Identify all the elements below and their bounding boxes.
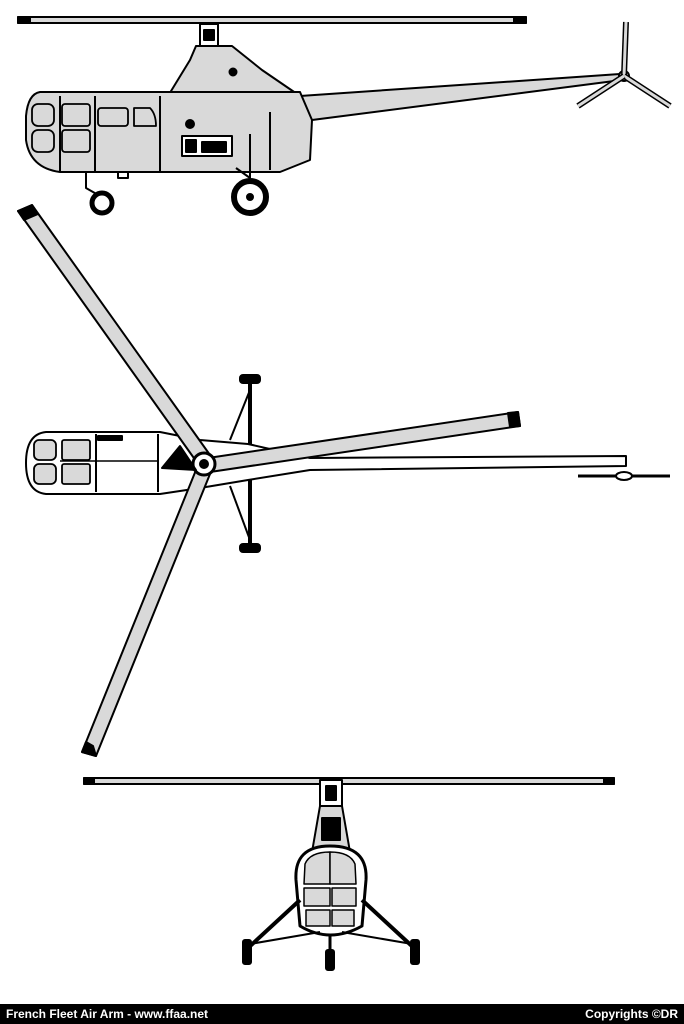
front-landing-gear — [246, 898, 416, 956]
footer-copyright: Copyrights ©DR — [585, 1007, 678, 1021]
side-tail-boom — [299, 73, 623, 121]
top-fuselage — [25, 431, 627, 495]
side-nose-wheel — [89, 190, 115, 216]
side-view — [17, 16, 672, 216]
footer-credit: French Fleet Air Arm - www.ffaa.net — [6, 1007, 209, 1021]
front-view — [83, 777, 615, 971]
front-main-rotor-blade — [83, 777, 615, 785]
side-tail-rotor — [576, 21, 672, 109]
side-main-rotor-blade — [17, 16, 527, 24]
top-main-rotor — [17, 204, 521, 757]
top-view — [17, 204, 670, 757]
footer-bar: French Fleet Air Arm - www.ffaa.net Copy… — [0, 1004, 684, 1024]
